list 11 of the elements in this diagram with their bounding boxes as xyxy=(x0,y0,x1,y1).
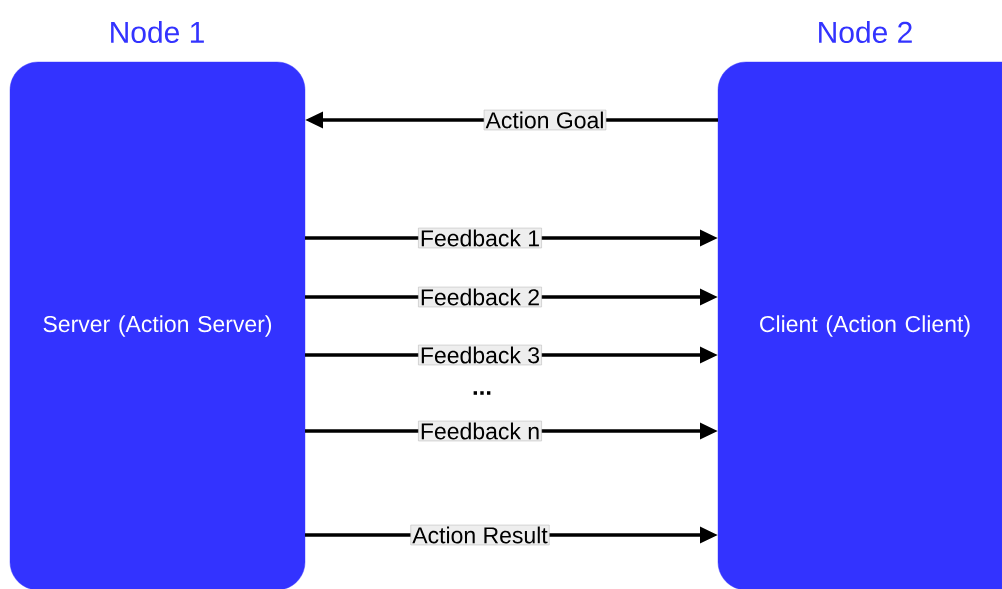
edge-label: Action Goal xyxy=(483,109,607,131)
ellipsis-label: ... xyxy=(473,391,491,395)
edge-label: Feedback 2 xyxy=(418,286,542,308)
process-box: Node 2 Client (Action Client) xyxy=(717,21,1002,589)
node-title: Node 2 xyxy=(819,21,912,43)
process-box: Node 1 Server (Action Server) xyxy=(9,21,306,589)
edge-label: Feedback 3 xyxy=(418,344,542,366)
node-title: Node 1 xyxy=(111,21,204,43)
edge-label: Feedback n xyxy=(418,420,542,442)
edge-label: Feedback 1 xyxy=(418,227,542,249)
edge-label: Action Result xyxy=(410,524,550,546)
